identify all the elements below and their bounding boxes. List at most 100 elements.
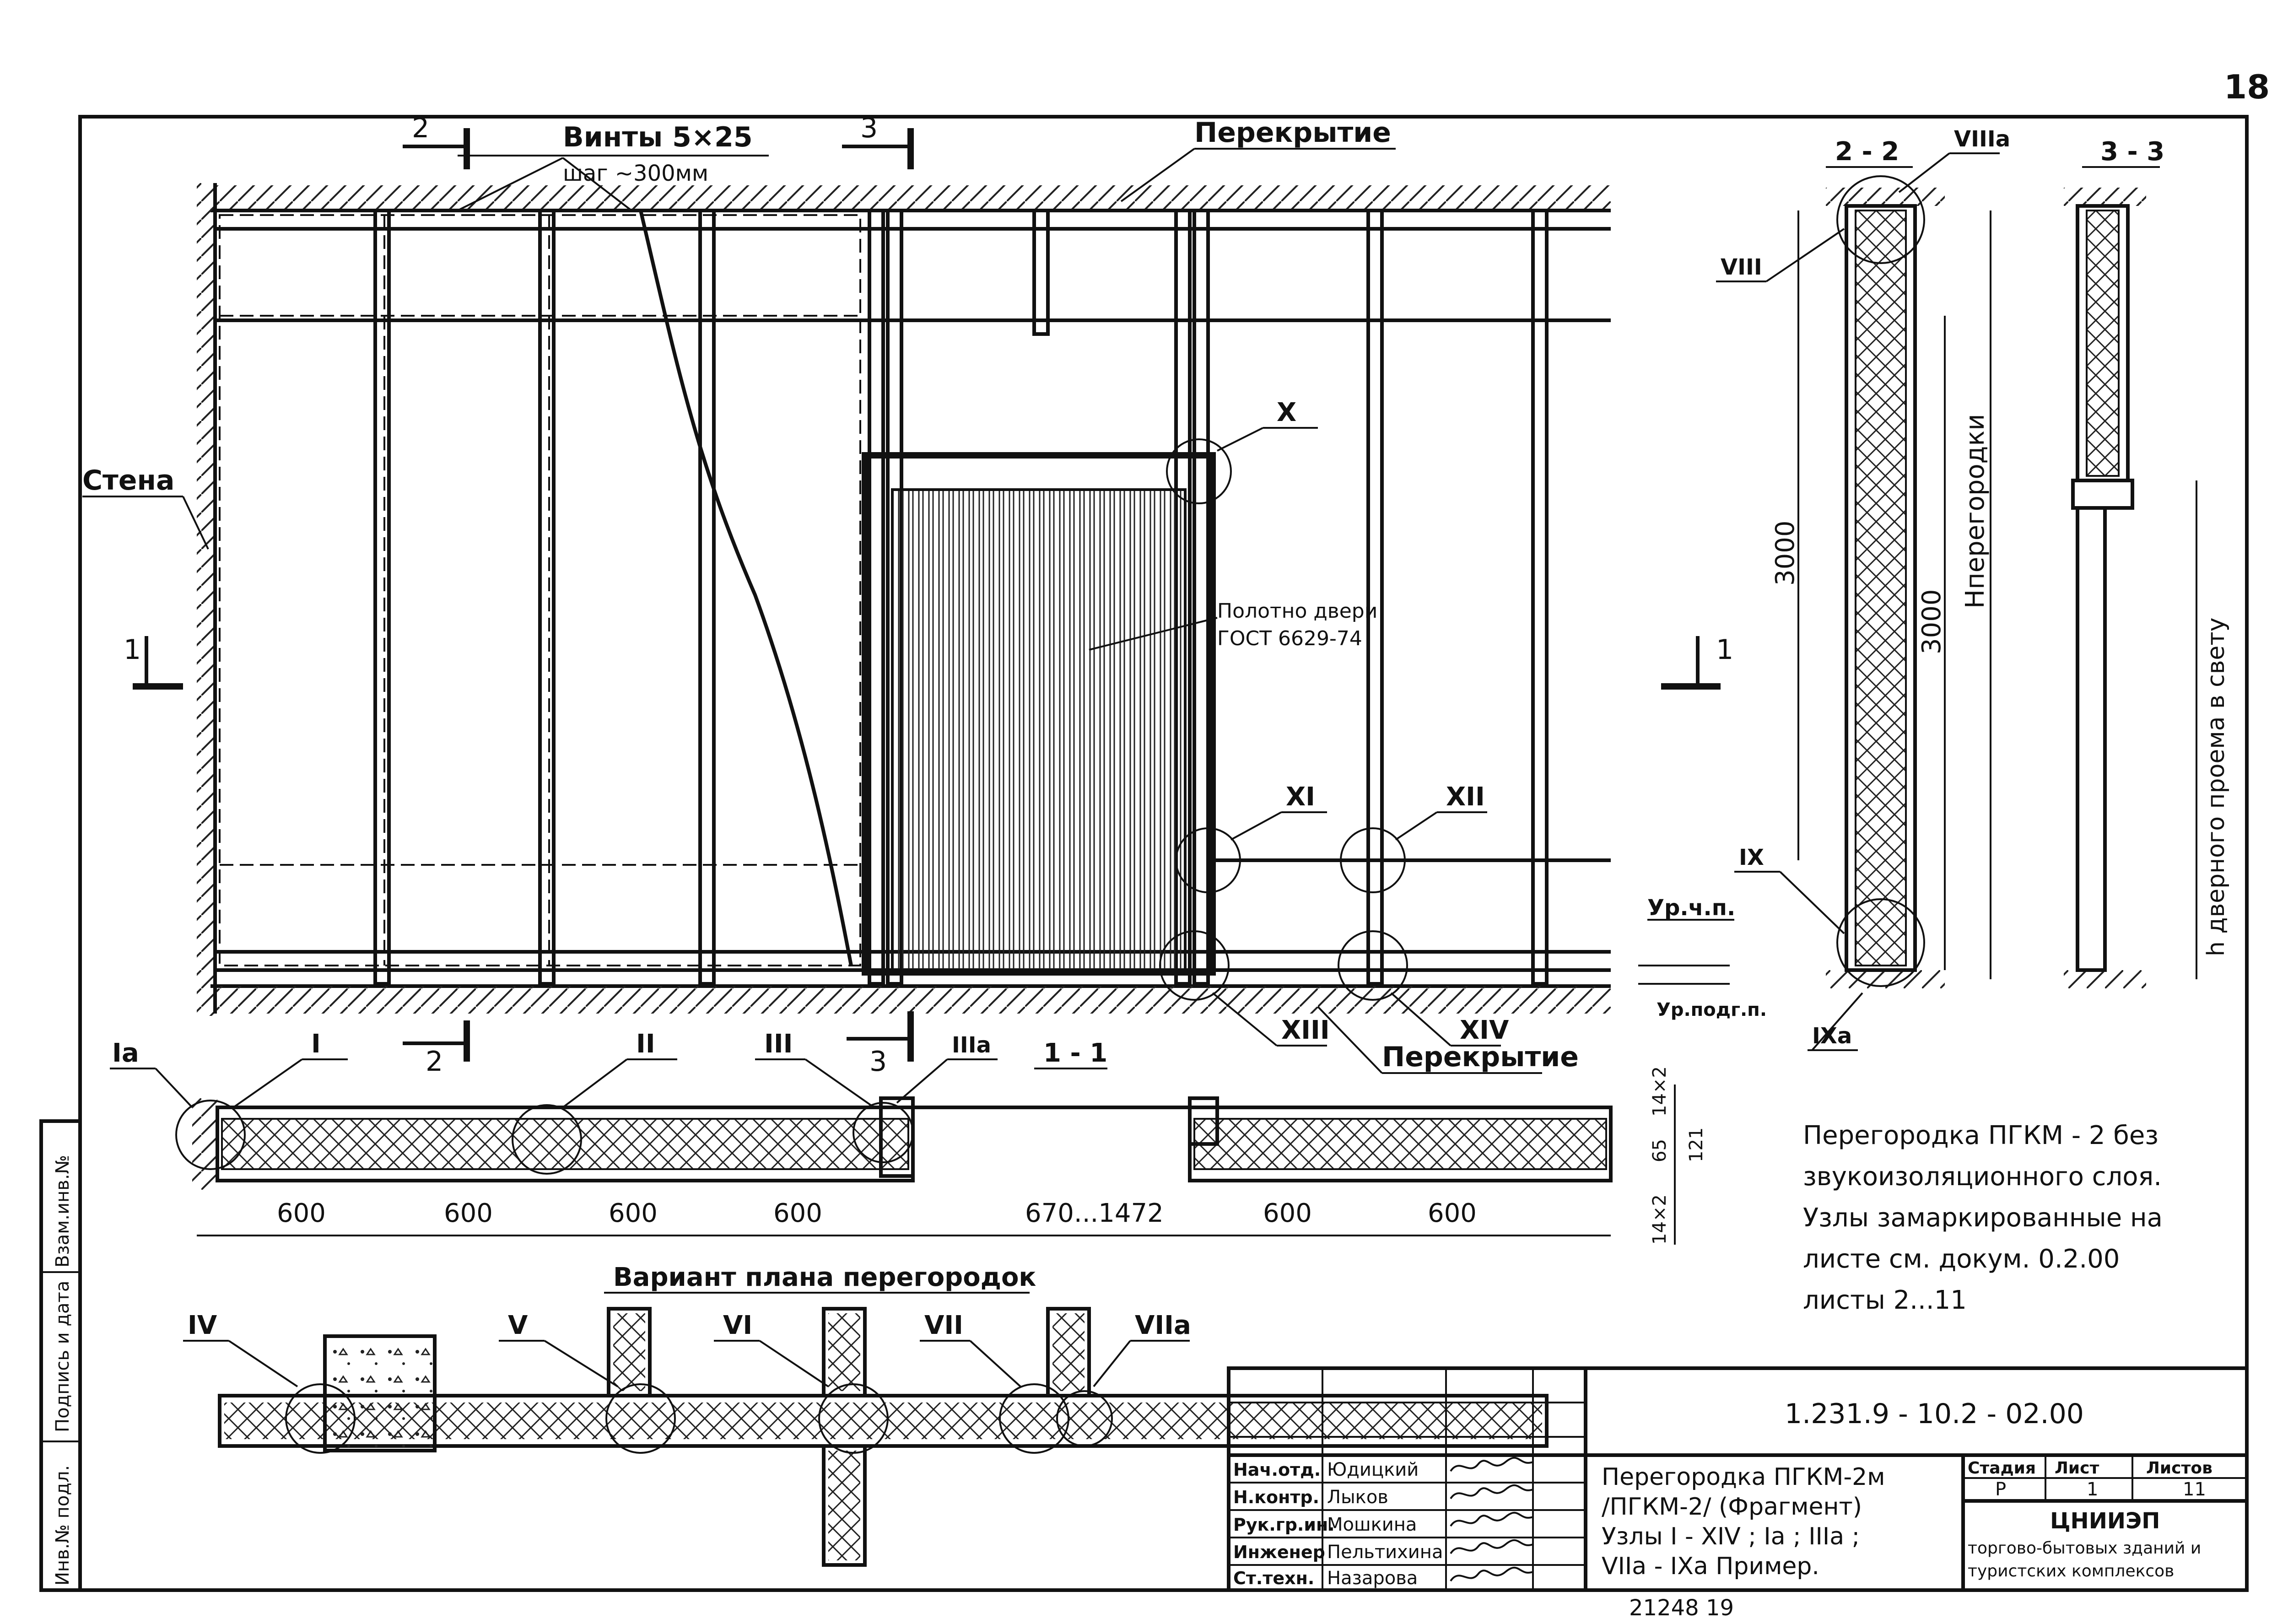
section-mark-1-left: 1 bbox=[124, 634, 141, 666]
note-line-1: Перегородка ПГКМ - 2 без bbox=[1803, 1121, 2158, 1150]
node-XIII: XIII bbox=[1281, 1015, 1330, 1045]
name-1: Юдицкий bbox=[1327, 1459, 1419, 1480]
screws-step-label: шаг ~300мм bbox=[563, 161, 708, 186]
node-VIII: VIII bbox=[1721, 254, 1762, 280]
sheets-label: Листов bbox=[2146, 1459, 2212, 1478]
plan-1-1: 1 - 1 Ia I II III IIIa 600 600 600 600 6… bbox=[110, 1029, 1707, 1245]
plan-dim-v2: 65 bbox=[1649, 1139, 1670, 1162]
stamp-replaced-inv: Взам.инв.№ bbox=[52, 1155, 73, 1268]
note-line-2: звукоизоляционного слоя. bbox=[1803, 1162, 2162, 1192]
plan-dim-1: 600 bbox=[277, 1198, 326, 1228]
name-2: Лыков bbox=[1327, 1487, 1388, 1508]
door-leaf-label: Полотно двери bbox=[1217, 599, 1377, 623]
note-line-3: Узлы замаркированные на bbox=[1803, 1203, 2163, 1233]
title-line-4: VIIa - IXa Пример. bbox=[1602, 1553, 1819, 1580]
door-standard-label: ГОСТ 6629-74 bbox=[1217, 627, 1362, 650]
dim-door-opening-height: h дверного проема в свету bbox=[2202, 618, 2230, 956]
title-line-2: /ПГКМ-2/ (Фрагмент) bbox=[1602, 1493, 1862, 1521]
role-group-lead: Рук.гр.ин. bbox=[1233, 1515, 1335, 1535]
notes: Перегородка ПГКМ - 2 без звукоизоляционн… bbox=[1803, 1121, 2163, 1315]
section-mark-1-right: 1 bbox=[1716, 634, 1733, 666]
section-2-2: 2 - 2 VIIIa VIII IX IXa 3000 3000 Hперег… bbox=[1716, 126, 2010, 1051]
node-VII: VII bbox=[924, 1311, 963, 1340]
section-3-3: 3 - 3 h дверного проема в свету bbox=[2064, 137, 2230, 988]
side-stamp: Инв.№ подл. Подпись и дата Взам.инв.№ bbox=[39, 1119, 82, 1592]
node-II: II bbox=[636, 1029, 655, 1059]
subfloor-label: Ур.подг.п. bbox=[1657, 999, 1767, 1020]
sheet-number-bottom: 21248 19 bbox=[1629, 1595, 1734, 1621]
plan-dim-2: 600 bbox=[444, 1198, 493, 1228]
node-VIIa: VIIa bbox=[1135, 1311, 1191, 1340]
role-engineer: Инженер bbox=[1233, 1542, 1325, 1562]
plan-dim-v3: 121 bbox=[1686, 1128, 1707, 1162]
floor-slab bbox=[210, 986, 1611, 1014]
org-line-2: торгово-бытовых зданий и bbox=[1968, 1539, 2201, 1558]
sheet-number: 18 bbox=[2224, 68, 2270, 106]
section-2-2-title: 2 - 2 bbox=[1835, 137, 1899, 167]
node-XIV: XIV bbox=[1460, 1015, 1509, 1045]
stage-value: Р bbox=[1995, 1479, 2006, 1500]
plan-dim-6: 600 bbox=[1263, 1198, 1312, 1228]
name-3: Мошкина bbox=[1327, 1514, 1417, 1535]
title-line-1: Перегородка ПГКМ-2м bbox=[1602, 1463, 1885, 1491]
clean-floor-label: Ур.ч.п. bbox=[1647, 895, 1735, 921]
plan-dim-v1: 14×2 bbox=[1649, 1066, 1670, 1117]
node-VI: VI bbox=[723, 1311, 752, 1340]
dim-partition-height: Hперегородки bbox=[1960, 414, 1990, 609]
variant-plan-title: Вариант плана перегородок bbox=[613, 1263, 1036, 1292]
node-XII: XII bbox=[1446, 782, 1485, 812]
plan-1-1-title: 1 - 1 bbox=[1043, 1038, 1107, 1068]
name-5: Назарова bbox=[1327, 1568, 1418, 1589]
sheets-value: 11 bbox=[2183, 1479, 2206, 1500]
ceiling-slab bbox=[210, 185, 1611, 210]
note-line-4: листе см. докум. 0.2.00 bbox=[1803, 1244, 2120, 1274]
title-block: 1.231.9 - 10.2 - 02.00 Нач.отд. Н.контр.… bbox=[1227, 1366, 2249, 1592]
drawing-code: 1.231.9 - 10.2 - 02.00 bbox=[1785, 1398, 2084, 1430]
wall bbox=[197, 183, 215, 1016]
title-line-3: Узлы I - XIV ; Ia ; IIIa ; bbox=[1602, 1523, 1860, 1550]
plan-dim-7: 600 bbox=[1428, 1198, 1477, 1228]
dim-3000-b: 3000 bbox=[1917, 589, 1947, 654]
stage-label: Стадия bbox=[1968, 1459, 2036, 1478]
section-mark-2-bottom: 2 bbox=[426, 1046, 443, 1078]
stamp-signature-date: Подпись и дата bbox=[52, 1281, 73, 1432]
section-mark-2-top: 2 bbox=[412, 112, 429, 144]
plan-dim-v4: 14×2 bbox=[1649, 1194, 1670, 1245]
note-line-5: листы 2...11 bbox=[1803, 1285, 1967, 1315]
node-IX: IX bbox=[1739, 845, 1764, 870]
partition-elevation: Полотно двери ГОСТ 6629-74 Винты 5×25 ша… bbox=[82, 112, 1767, 1078]
door-leaf bbox=[891, 488, 1187, 971]
ceiling-slab-label: Перекрытие bbox=[1194, 117, 1391, 149]
metal-studs bbox=[373, 209, 1549, 986]
section-mark-3-top: 3 bbox=[860, 112, 878, 144]
column-block bbox=[323, 1334, 437, 1452]
node-IV: IV bbox=[188, 1311, 217, 1340]
node-III: III bbox=[764, 1029, 793, 1059]
screws-label: Винты 5×25 bbox=[563, 121, 753, 153]
stamp-inv-orig: Инв.№ подл. bbox=[52, 1465, 73, 1586]
sheet-label: Лист bbox=[2055, 1459, 2099, 1478]
role-norm-control: Н.контр. bbox=[1233, 1487, 1319, 1507]
node-VIIIa: VIIIa bbox=[1954, 126, 2010, 152]
node-Ia: Ia bbox=[112, 1038, 139, 1068]
section-3-3-title: 3 - 3 bbox=[2100, 137, 2164, 167]
sheet-value: 1 bbox=[2087, 1479, 2098, 1500]
dim-3000-a: 3000 bbox=[1770, 520, 1800, 586]
node-X: X bbox=[1277, 398, 1296, 427]
role-head: Нач.отд. bbox=[1233, 1460, 1321, 1480]
signatures bbox=[1450, 1457, 1533, 1582]
node-I: I bbox=[311, 1029, 321, 1059]
org-line-1: ЦНИИЭП bbox=[2050, 1508, 2160, 1534]
node-XI: XI bbox=[1286, 782, 1315, 812]
section-mark-3-bottom: 3 bbox=[869, 1046, 887, 1078]
plan-dim-5: 670...1472 bbox=[1025, 1198, 1164, 1228]
plan-dim-4: 600 bbox=[773, 1198, 822, 1228]
plan-dim-3: 600 bbox=[609, 1198, 658, 1228]
name-4: Пельтихина bbox=[1327, 1542, 1443, 1563]
sheet-frame bbox=[78, 115, 2249, 1592]
role-senior-tech: Ст.техн. bbox=[1233, 1568, 1314, 1588]
org-line-3: туристских комплексов bbox=[1968, 1562, 2174, 1581]
node-V: V bbox=[508, 1311, 528, 1340]
node-IIIa: IIIa bbox=[952, 1032, 991, 1058]
